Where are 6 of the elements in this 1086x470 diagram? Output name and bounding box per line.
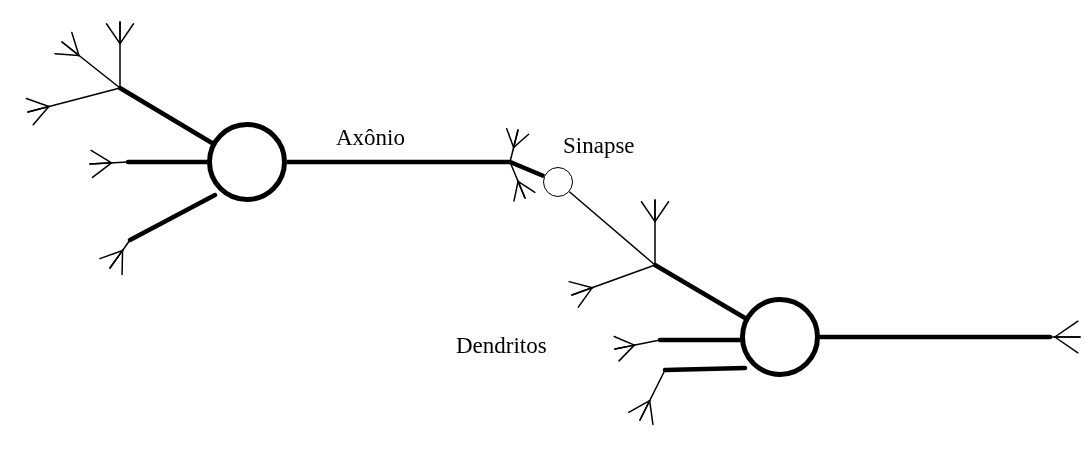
- dendrite-line: [568, 191, 747, 318]
- cell-body-circle: [740, 297, 820, 377]
- axon-line: [287, 159, 545, 179]
- dendrite-label: Dendritos: [456, 334, 547, 357]
- cell-body-circle: [207, 122, 287, 202]
- synapse-label: Sinapse: [563, 134, 635, 157]
